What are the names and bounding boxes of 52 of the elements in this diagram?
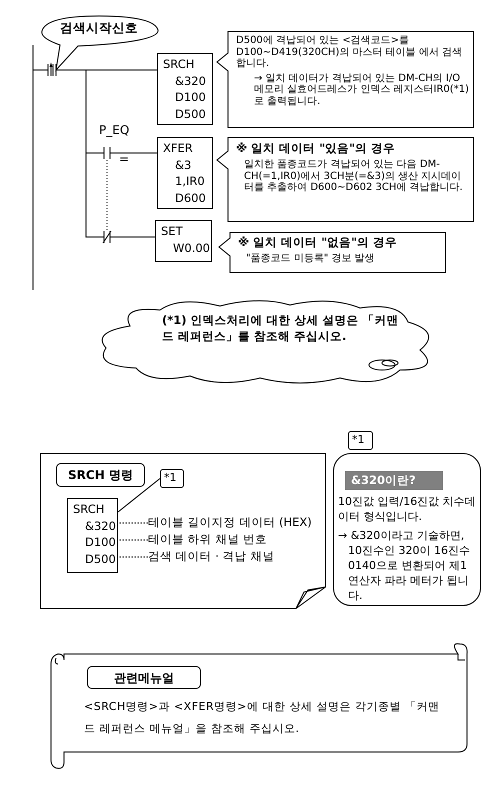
instruction-text: D500: [84, 550, 114, 567]
callout-text: → 일치 데이터가 격납되어 있는 DM-CH의 I/O 메모리 실효어드레스가 인덱스 레지스터IR0(*1)로 출력됩니다.: [253, 72, 470, 107]
title-box: [87, 666, 201, 689]
info-panel: [333, 453, 481, 606]
callout-box: [216, 232, 446, 273]
callout-box: [214, 137, 474, 222]
contact-label: P_EQ: [99, 123, 130, 137]
instruction-text: D600: [174, 190, 207, 206]
description-text: 테이블 하위 채널 번호: [148, 532, 268, 547]
instruction-text: &320: [174, 72, 207, 89]
instruction-box: [157, 137, 213, 209]
panel-text: → &320이라고 기술하면, 10진수인 320이 16진수 0140으로 변환되어 제1연산자 파라 메터가 됩니다.: [338, 528, 471, 603]
callout-text: "품종코드 미등록" 경보 발생: [245, 253, 376, 264]
note-card: [40, 453, 326, 609]
instruction-text: D100: [84, 534, 114, 550]
instruction-box: [157, 53, 213, 125]
contact-label: =: [119, 152, 130, 166]
footnote-tag: [348, 431, 373, 450]
instruction-text: D100: [174, 89, 207, 106]
description-text: 검색 데이터 · 격납 채널: [148, 549, 276, 564]
leader-line: [118, 478, 160, 512]
cloud-text: (*1) 인덱스처리에 대한 상세 설명은 「커맨드 레퍼런스」를 참조해 주십시오.: [162, 312, 400, 344]
footnote-mark: *1: [164, 471, 178, 484]
instruction-text: W0.00: [172, 240, 208, 256]
header-bar: &320이란?: [345, 471, 443, 490]
callout-heading: ※ 일치 데이터 "없음"의 경우: [238, 235, 398, 250]
scroll-banner: [50, 642, 468, 772]
scroll-text: <SRCH명령>과 <XFER명령>에 대한 상세 설명은 각기종별 「커맨드 레퍼런스 메뉴얼」을 참조해 주십시오.: [84, 699, 440, 737]
instruction-text: XFER: [162, 140, 194, 156]
instruction-text: &3: [174, 156, 192, 173]
callout-heading: ※ 일치 데이터 "있음"의 경우: [236, 141, 396, 156]
instruction-box: [67, 498, 118, 573]
leader-line: [118, 556, 148, 558]
instruction-text: SET: [160, 223, 184, 240]
leader-line: [118, 522, 148, 524]
instruction-box: [155, 220, 212, 262]
title-box: [56, 463, 145, 487]
panel-text: 10진값 입력/16진값 치수데이터 형식입니다.: [338, 494, 477, 524]
footnote-tag: [160, 469, 184, 488]
instruction-text: D500: [174, 106, 207, 122]
box-title: 관련메뉴얼: [113, 670, 175, 687]
callout-box: [214, 31, 474, 128]
instruction-text: SRCH: [72, 501, 106, 518]
footnote-mark: *1: [352, 433, 366, 446]
instruction-text: 1,IR0: [174, 173, 206, 190]
callout-text: 일치한 품종코드가 격납되어 있는 다음 DM-CH(=1,IR0)에서 3CH분(=&3)의 생산 지시데이터를 추출하여 D600~D602 3CH에 격납합니다.: [243, 159, 464, 194]
box-title: SRCH 명령: [67, 467, 134, 484]
instruction-text: &320: [84, 518, 114, 534]
description-text: 테이블 길이지정 데이터 (HEX): [148, 515, 313, 530]
bubble-text: 검색시작신호: [59, 20, 139, 37]
instruction-text: SRCH: [162, 56, 196, 72]
callout-text: D500에 격납되어 있는 <검색코드>를 D100~D419(320CH)의 마스터 테이블 에서 검색합니다.: [236, 35, 464, 70]
